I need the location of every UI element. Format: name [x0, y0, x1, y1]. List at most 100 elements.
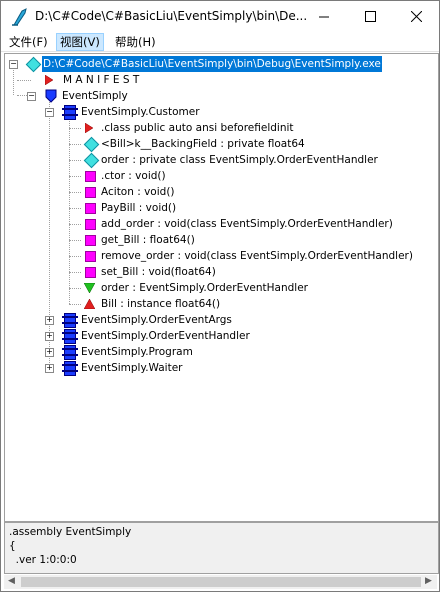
member-label: .class public auto ansi beforefieldinit: [101, 122, 294, 134]
tree-node-root-label: D:\C#Code\C#BasicLiu\EventSimply\bin\Deb…: [42, 56, 382, 72]
tree-guide-line: [69, 304, 81, 305]
tree-node-member[interactable]: .class public auto ansi beforefieldinit: [5, 120, 425, 136]
tree-node-member[interactable]: PayBill : void(): [5, 200, 425, 216]
event-icon: [84, 283, 95, 293]
expand-icon[interactable]: +: [45, 315, 54, 325]
minimize-button[interactable]: [301, 1, 347, 32]
collapse-icon[interactable]: −: [45, 107, 54, 117]
member-label: add_order : void(class EventSimply.Order…: [101, 218, 393, 230]
tree-node-class-label: EventSimply.Program: [81, 346, 193, 358]
member-label: <Bill>k__BackingField : private float64: [101, 138, 305, 150]
tree-node-class[interactable]: + EventSimply.OrderEventHandler: [5, 328, 425, 344]
tree-node-class-label: EventSimply.OrderEventHandler: [81, 330, 250, 342]
tree-node-member[interactable]: .ctor : void(): [5, 168, 425, 184]
tree-node-member[interactable]: remove_order : void(class EventSimply.Or…: [5, 248, 425, 264]
maximize-icon: [364, 11, 376, 22]
tree-node-member[interactable]: Bill : instance float64(): [5, 296, 425, 312]
window-title: D:\C#Code\C#BasicLiu\EventSimply\bin\De.…: [35, 9, 308, 23]
assembly-tree[interactable]: − D:\C#Code\C#BasicLiu\EventSimply\bin\D…: [4, 53, 439, 522]
tree-node-class[interactable]: + EventSimply.OrderEventArgs: [5, 312, 425, 328]
collapse-icon[interactable]: −: [9, 59, 18, 69]
tree-node-member[interactable]: get_Bill : float64(): [5, 232, 425, 248]
member-label: get_Bill : float64(): [101, 234, 195, 246]
tree-guide-line: [69, 192, 81, 193]
class-icon: [62, 313, 78, 328]
close-button[interactable]: [393, 1, 439, 32]
menu-help[interactable]: 帮助(H): [115, 35, 156, 49]
menu-view[interactable]: 视图(V): [56, 33, 104, 51]
ildasm-app-icon: [12, 8, 27, 26]
expand-icon[interactable]: +: [45, 347, 54, 357]
property-icon: [84, 299, 95, 309]
tree-node-member[interactable]: Aciton : void(): [5, 184, 425, 200]
tree-guide-line: [69, 288, 81, 289]
tree-node-class[interactable]: − EventSimply.Customer: [5, 104, 425, 120]
tree-guide-line: [69, 240, 81, 241]
member-label: remove_order : void(class EventSimply.Or…: [101, 250, 413, 262]
method-icon: [85, 219, 96, 230]
detail-line: .assembly EventSimply: [9, 526, 132, 538]
assembly-icon: [25, 56, 42, 73]
member-label: order : private class EventSimply.OrderE…: [101, 154, 378, 166]
scroll-left-icon[interactable]: ◀: [8, 576, 15, 586]
tree-guide-line: [69, 224, 81, 225]
tree-node-class[interactable]: + EventSimply.Program: [5, 344, 425, 360]
tree-node-manifest-label: M A N I F E S T: [63, 74, 140, 86]
tree-guide-line: [13, 67, 14, 95]
tree-node-member[interactable]: order : private class EventSimply.OrderE…: [5, 152, 425, 169]
tree-node-class-label: EventSimply.OrderEventArgs: [81, 314, 232, 326]
scroll-right-icon[interactable]: ▶: [425, 576, 432, 586]
expand-icon[interactable]: +: [45, 363, 54, 373]
field-icon: [83, 136, 100, 153]
tree-guide-line: [69, 176, 81, 177]
field-icon: [83, 152, 100, 169]
method-icon: [85, 267, 96, 278]
horizontal-scrollbar[interactable]: ◀ ▶: [4, 575, 437, 589]
method-icon: [85, 171, 96, 182]
tree-node-member[interactable]: set_Bill : void(float64): [5, 264, 425, 280]
tree-node-member[interactable]: order : EventSimply.OrderEventHandler: [5, 280, 425, 296]
class-icon: [62, 345, 78, 360]
tree-guide-line: [17, 95, 31, 96]
collapse-icon[interactable]: −: [27, 91, 36, 101]
tree-node-member[interactable]: <Bill>k__BackingField : private float64: [5, 136, 425, 153]
namespace-shield-icon: [45, 89, 57, 103]
tree-guide-line: [69, 272, 81, 273]
tree-guide-line: [69, 256, 81, 257]
tree-node-manifest[interactable]: M A N I F E S T: [5, 72, 425, 88]
method-icon: [85, 187, 96, 198]
expand-icon[interactable]: +: [45, 331, 54, 341]
menu-file[interactable]: 文件(F): [9, 35, 48, 49]
tree-guide-line: [69, 128, 81, 129]
detail-pane[interactable]: .assembly EventSimply { .ver 1:0:0:0: [4, 522, 439, 574]
class-icon: [62, 105, 78, 120]
tree-guide-line: [69, 144, 81, 145]
minimize-icon: [318, 16, 329, 18]
tree-node-class[interactable]: + EventSimply.Waiter: [5, 360, 425, 376]
member-label: PayBill : void(): [101, 202, 177, 214]
title-bar[interactable]: D:\C#Code\C#BasicLiu\EventSimply\bin\De.…: [1, 1, 439, 32]
tree-node-member[interactable]: add_order : void(class EventSimply.Order…: [5, 216, 425, 232]
detail-line: {: [9, 540, 16, 552]
tree-guide-line: [49, 99, 50, 369]
menu-bar: 文件(F) 视图(V) 帮助(H): [1, 32, 439, 52]
member-label: Aciton : void(): [101, 186, 175, 198]
tree-guide-line: [69, 116, 70, 304]
member-label: set_Bill : void(float64): [101, 266, 216, 278]
scrollbar-thumb[interactable]: [21, 577, 421, 587]
manifest-arrow-icon: [45, 75, 53, 85]
close-icon: [410, 11, 422, 22]
tree-node-namespace-label: EventSimply: [62, 90, 128, 102]
tree-node-class-label: EventSimply.Customer: [81, 106, 200, 118]
tree-node-namespace[interactable]: − EventSimply: [5, 88, 425, 104]
member-label: order : EventSimply.OrderEventHandler: [101, 282, 309, 294]
maximize-button[interactable]: [347, 1, 393, 32]
class-info-arrow-icon: [85, 123, 93, 133]
tree-node-root[interactable]: − D:\C#Code\C#BasicLiu\EventSimply\bin\D…: [5, 56, 425, 73]
member-label: .ctor : void(): [101, 170, 166, 182]
class-icon: [62, 329, 78, 344]
tree-guide-line: [69, 160, 81, 161]
method-icon: [85, 251, 96, 262]
method-icon: [85, 203, 96, 214]
